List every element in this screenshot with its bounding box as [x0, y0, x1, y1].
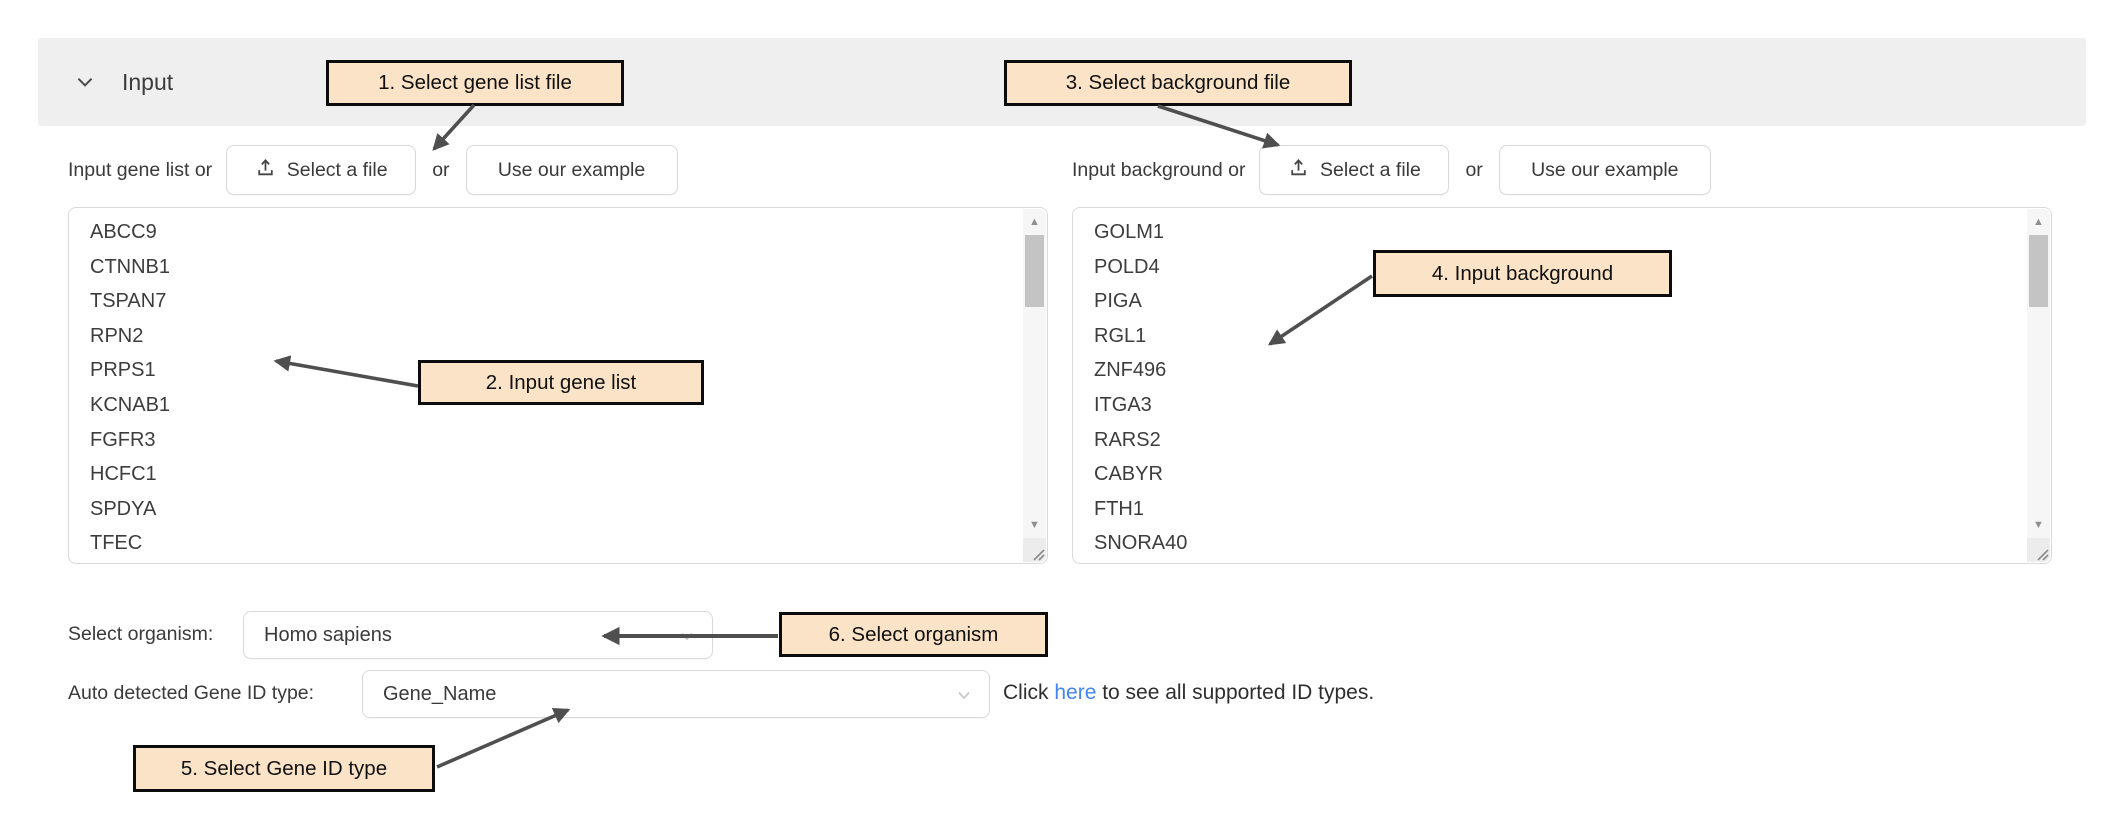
supported-id-types-link[interactable]: here — [1054, 681, 1097, 704]
gene-line: FGFR3 — [90, 428, 156, 451]
gene-line: ITGA3 — [1094, 393, 1152, 416]
scroll-up-icon[interactable]: ▲ — [1029, 216, 1040, 228]
section-title: Input — [122, 68, 174, 95]
gene-line: RARS2 — [1094, 428, 1161, 451]
chevron-down-icon[interactable] — [74, 71, 96, 93]
gene-line: PIGA — [1094, 290, 1142, 313]
organism-select[interactable]: Homo sapiens — [243, 611, 713, 659]
gene-list-example-button[interactable]: Use our example — [465, 145, 678, 195]
annotation-input-background: 4. Input background — [1373, 250, 1672, 297]
gene-line: GOLM1 — [1094, 221, 1165, 243]
gene-list-controls: Input gene list or Select a file or Use … — [68, 144, 678, 196]
gene-line: RPN2 — [90, 324, 144, 347]
resize-grip-icon[interactable] — [1023, 538, 1046, 562]
gene-list-select-file-label: Select a file — [286, 158, 388, 181]
chevron-down-icon — [678, 627, 696, 650]
gene-line: RGL1 — [1094, 324, 1147, 347]
background-example-label: Use our example — [1531, 158, 1679, 181]
gene-line: SNORA40 — [1094, 532, 1188, 555]
or-text: or — [1465, 158, 1483, 181]
chevron-down-icon — [955, 686, 973, 709]
scroll-down-icon[interactable]: ▼ — [1029, 519, 1040, 531]
upload-icon — [255, 157, 276, 184]
arrow-5 — [436, 708, 571, 769]
annotation-select-background-file: 3. Select background file — [1004, 60, 1352, 106]
background-scrollbar[interactable]: ▲ ▼ — [2027, 209, 2050, 562]
scrollbar-thumb[interactable] — [1025, 235, 1044, 307]
scroll-down-icon[interactable]: ▼ — [2033, 519, 2044, 531]
gene-line: PRPS1 — [90, 359, 156, 382]
annotation-input-gene-list: 2. Input gene list — [418, 360, 704, 405]
resize-grip-icon[interactable] — [2027, 538, 2050, 562]
gene-line: ZNF496 — [1094, 359, 1167, 382]
gene-line: CABYR — [1094, 463, 1163, 486]
upload-icon — [1288, 157, 1309, 184]
scrollbar-thumb[interactable] — [2029, 235, 2048, 307]
help-prefix: Click — [1003, 681, 1055, 704]
or-text: or — [432, 158, 450, 181]
gene-line: HCFC1 — [90, 463, 157, 486]
annotation-select-organism: 6. Select organism — [779, 612, 1048, 657]
gene-line: KCNAB1 — [90, 393, 171, 416]
gene-list-scrollbar[interactable]: ▲ ▼ — [1023, 209, 1046, 562]
organism-value: Homo sapiens — [264, 623, 392, 646]
background-controls: Input background or Select a file or Use… — [1072, 144, 1711, 196]
gene-line: TFEC — [90, 532, 143, 555]
background-select-file-button[interactable]: Select a file — [1259, 145, 1450, 195]
gene-line: TSPAN7 — [90, 290, 167, 313]
background-example-button[interactable]: Use our example — [1498, 145, 1711, 195]
organism-label: Select organism: — [68, 623, 214, 645]
background-label: Input background or — [1072, 158, 1246, 181]
gene-list-example-label: Use our example — [497, 158, 646, 181]
background-select-file-label: Select a file — [1320, 158, 1421, 181]
gene-id-label: Auto detected Gene ID type: — [68, 682, 315, 704]
gene-line: CTNNB1 — [90, 255, 171, 278]
annotation-select-gene-id-type: 5. Select Gene ID type — [133, 745, 435, 792]
gene-line: POLD4 — [1094, 255, 1160, 278]
gene-line: ABCC9 — [90, 221, 157, 243]
gene-list-select-file-button[interactable]: Select a file — [226, 145, 417, 195]
gene-id-select[interactable]: Gene_Name — [362, 670, 990, 718]
gene-line: FTH1 — [1094, 497, 1144, 520]
supported-id-types-help: Click here to see all supported ID types… — [1003, 681, 1374, 705]
annotation-select-gene-list-file: 1. Select gene list file — [326, 60, 624, 106]
help-suffix: to see all supported ID types. — [1096, 681, 1375, 704]
scroll-up-icon[interactable]: ▲ — [2033, 216, 2044, 228]
gene-line: SPDYA — [90, 497, 157, 520]
gene-list-label: Input gene list or — [68, 158, 213, 181]
gene-id-value: Gene_Name — [383, 682, 497, 705]
